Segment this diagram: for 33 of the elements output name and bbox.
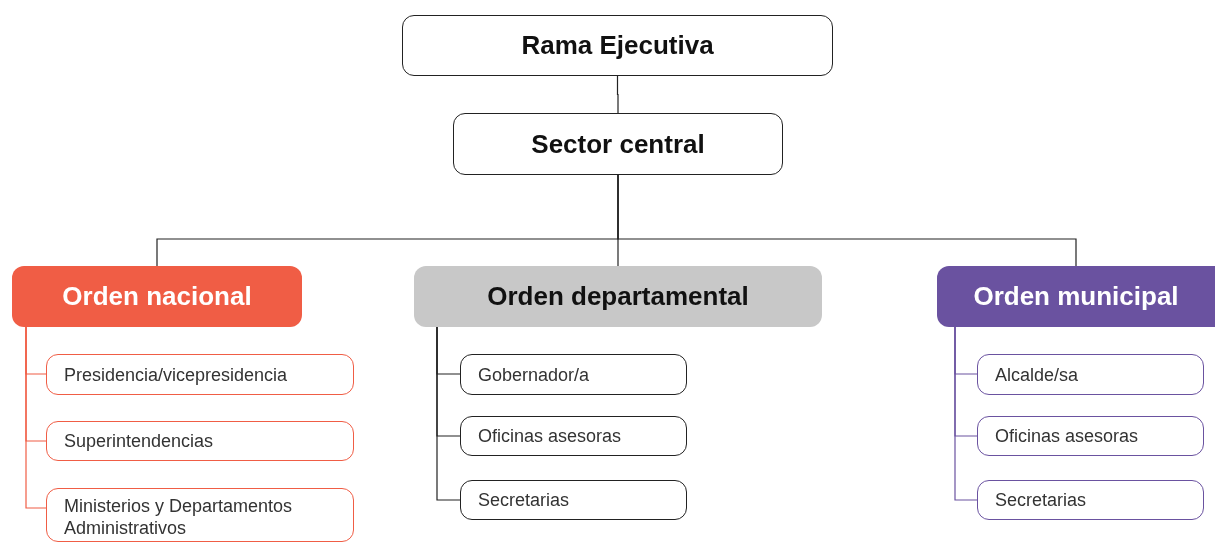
- org-box: [460, 416, 687, 456]
- box-label: Orden nacional: [62, 280, 252, 313]
- box-label: Orden departamental: [487, 280, 749, 313]
- box-label: Oficinas asesoras: [478, 425, 623, 447]
- connector-line: [954, 326, 978, 501]
- connector-line: [616, 75, 619, 114]
- box-label: Secretarias: [995, 489, 1088, 511]
- connector-line: [617, 174, 1077, 267]
- box-label: Secretarias: [478, 489, 571, 511]
- org-box: [414, 266, 822, 327]
- box-label: Rama Ejecutiva: [521, 29, 714, 62]
- box-label: Presidencia/vicepresidencia: [64, 363, 289, 386]
- org-box: [12, 266, 302, 327]
- org-box: [46, 488, 354, 542]
- box-label: Alcalde/sa: [995, 363, 1080, 386]
- connector-line: [25, 326, 47, 509]
- org-box: [453, 113, 783, 175]
- connector-line: [436, 326, 461, 501]
- box-label: Superintendencias: [64, 430, 215, 452]
- box-label: Ministerios y Departamentos Administrativos: [64, 495, 294, 539]
- org-box: [937, 266, 1215, 327]
- org-box: [46, 421, 354, 461]
- org-box: [977, 480, 1204, 520]
- org-box: [46, 354, 354, 395]
- box-label: Gobernador/a: [478, 363, 591, 386]
- org-box: [402, 15, 833, 76]
- box-label: Oficinas asesoras: [995, 425, 1140, 447]
- org-box: [460, 480, 687, 520]
- org-box: [977, 416, 1204, 456]
- org-box: [977, 354, 1204, 395]
- box-label: Orden municipal: [973, 280, 1179, 313]
- org-box: [460, 354, 687, 395]
- box-label: Sector central: [531, 127, 705, 161]
